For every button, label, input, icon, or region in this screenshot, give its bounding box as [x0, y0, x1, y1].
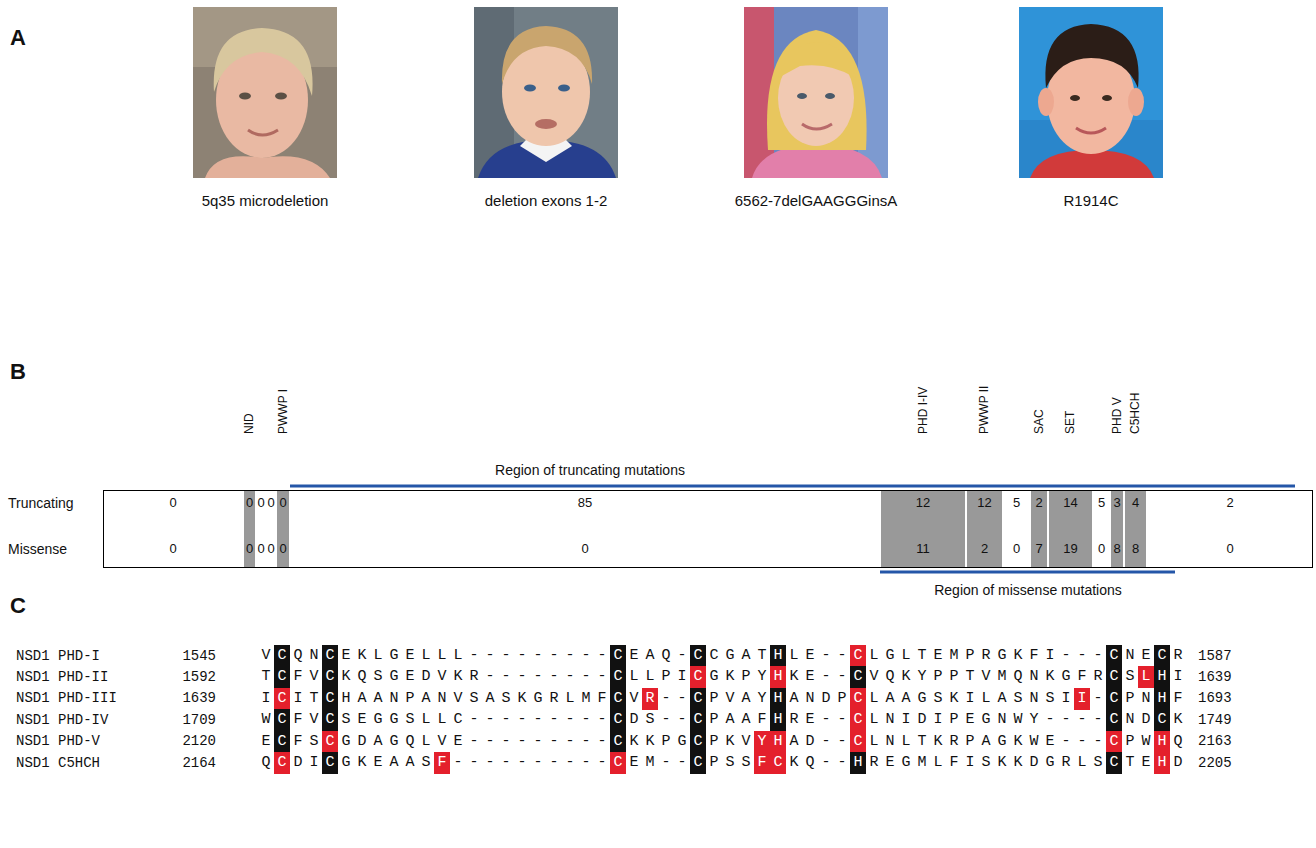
count-cell: 12: [916, 495, 930, 511]
sequence: QCDICGKEAASF----------CEM--CPSSFCKQ--HRE…: [258, 752, 1186, 774]
sequence-name: NSD1 PHD-I: [16, 648, 100, 665]
count-cell: 0: [267, 495, 274, 511]
count-cell: 0: [246, 495, 253, 511]
domain-name: PHD V: [1110, 397, 1124, 434]
count-cell: 14: [1063, 495, 1077, 511]
count-cell: 5: [1013, 495, 1020, 511]
count-cell: 0: [169, 541, 176, 557]
position-number: 1693: [1198, 690, 1232, 707]
domain-name: PWWP II: [977, 386, 991, 434]
photo-caption: deletion exons 1-2: [485, 192, 608, 210]
position-number: 1639: [182, 690, 216, 707]
region-label: Region of truncating mutations: [495, 462, 685, 479]
sequence-name: NSD1 PHD-III: [16, 690, 117, 707]
position-number: 2163: [1198, 733, 1232, 750]
row-label: Missense: [8, 541, 67, 558]
photo-caption: R1914C: [1063, 192, 1118, 210]
count-cell: 11: [916, 541, 930, 557]
count-cell: 0: [1013, 541, 1020, 557]
domain-name: C5HCH: [1128, 393, 1142, 434]
count-cell: 0: [169, 495, 176, 511]
count-cell: 0: [581, 541, 588, 557]
patient-photo: [1019, 7, 1163, 178]
count-cell: 2: [981, 541, 988, 557]
position-number: 2120: [182, 733, 216, 750]
count-cell: 7: [1035, 541, 1042, 557]
sequence: VCQNCEKLGELLL---------CEAQ-CCGATHLE--CLG…: [258, 645, 1186, 667]
photo-caption: 6562-7delGAAGGGinsA: [735, 192, 898, 210]
count-cell: 8: [1132, 541, 1139, 557]
count-cell: 85: [578, 495, 592, 511]
sequence-name: NSD1 C5HCH: [16, 755, 100, 772]
domain-name: PWWP I: [276, 389, 290, 434]
panel-letter: A: [10, 25, 26, 51]
position-number: 2205: [1198, 755, 1232, 772]
position-number: 2164: [182, 755, 216, 772]
count-cell: 19: [1063, 541, 1077, 557]
photo-caption: 5q35 microdeletion: [202, 192, 329, 210]
count-cell: 2: [1226, 495, 1233, 511]
count-cell: 0: [246, 541, 253, 557]
count-cell: 0: [257, 541, 264, 557]
sequence-name: NSD1 PHD-V: [16, 733, 100, 750]
count-cell: 0: [257, 495, 264, 511]
count-cell: 4: [1132, 495, 1139, 511]
position-number: 1592: [182, 669, 216, 686]
patient-photo: [474, 7, 618, 178]
count-cell: 0: [1226, 541, 1233, 557]
count-cell: 8: [1113, 541, 1120, 557]
count-cell: 0: [267, 541, 274, 557]
region-bar: [880, 571, 1175, 574]
count-cell: 2: [1035, 495, 1042, 511]
position-number: 1587: [1198, 648, 1232, 665]
position-number: 1639: [1198, 669, 1232, 686]
domain-name: NID: [242, 413, 256, 434]
count-cell: 3: [1113, 495, 1120, 511]
domain-name: SAC: [1032, 409, 1046, 434]
region-label: Region of missense mutations: [934, 582, 1122, 599]
domain-name: PHD I-IV: [916, 387, 930, 434]
panel-letter: C: [10, 593, 26, 619]
patient-photo: [744, 7, 888, 178]
count-cell: 0: [279, 541, 286, 557]
sequence: ECFSCGDAGQLVE---------CKKPGCPKVYHAD--CLN…: [258, 731, 1186, 753]
panel-letter: B: [10, 359, 26, 385]
sequence: TCFVCKQSGEDVKR--------CLLPICGKPYHKE--CVQ…: [258, 666, 1186, 688]
region-bar: [290, 485, 1295, 488]
count-cell: 0: [279, 495, 286, 511]
domain-name: SET: [1063, 411, 1077, 434]
count-cell: 0: [1098, 541, 1105, 557]
position-number: 1709: [182, 712, 216, 729]
position-number: 1545: [182, 648, 216, 665]
sequence: ICITCHAANPANVSASKGRLMFCVR--CPVAYHANDPCLA…: [258, 688, 1186, 710]
sequence: WCFVCSEGGSLLC---------CDS--CPAAFHRE--CLN…: [258, 709, 1186, 731]
row-label: Truncating: [8, 495, 74, 512]
patient-photo: [193, 7, 337, 178]
sequence-name: NSD1 PHD-IV: [16, 712, 108, 729]
sequence-name: NSD1 PHD-II: [16, 669, 108, 686]
count-cell: 12: [977, 495, 991, 511]
count-cell: 5: [1098, 495, 1105, 511]
position-number: 1749: [1198, 712, 1232, 729]
